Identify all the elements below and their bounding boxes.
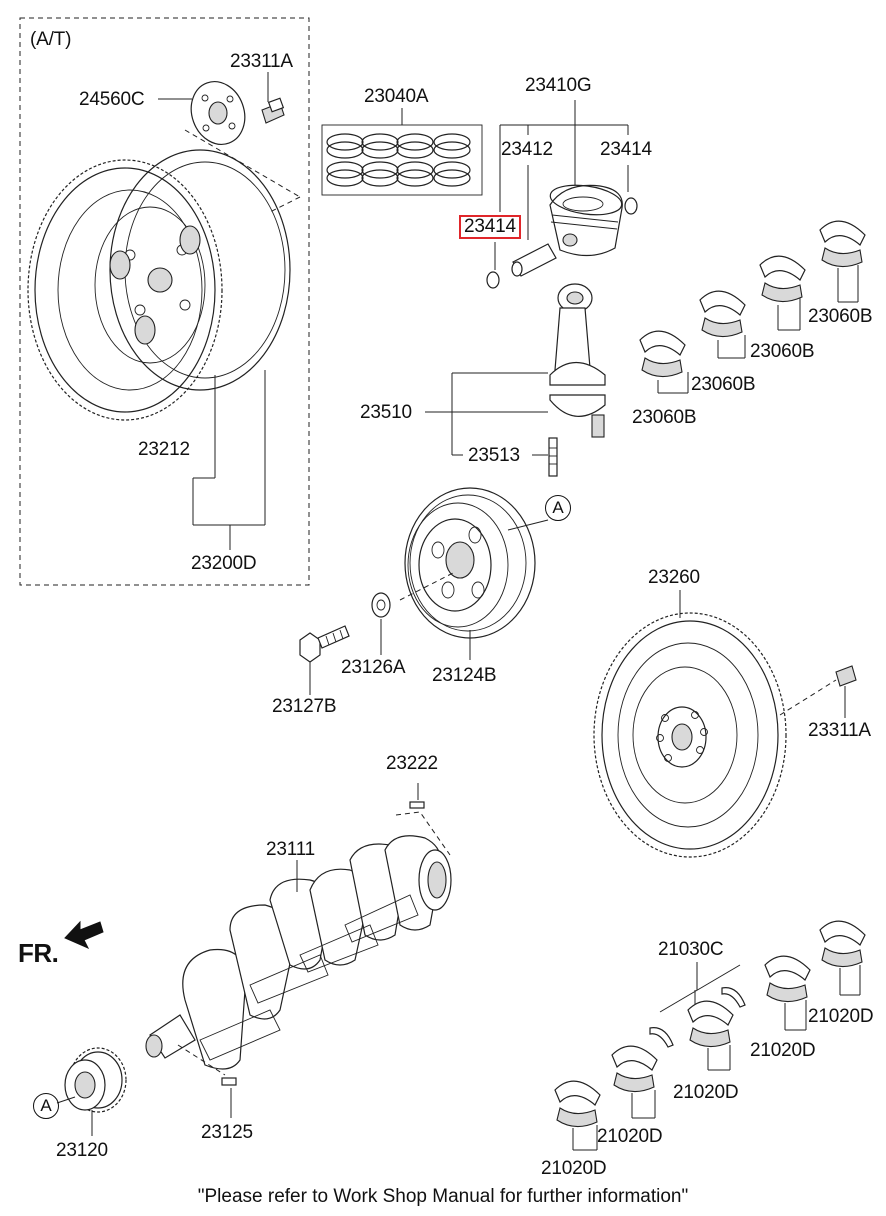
flywheel-illustration — [593, 590, 787, 858]
part-23513-label[interactable]: 23513 — [468, 445, 520, 466]
washer-illustration — [371, 592, 391, 618]
part-23124b-label[interactable]: 23124B — [432, 665, 497, 686]
bolt-illustration — [299, 625, 350, 695]
part-23060b-label-1[interactable]: 23060B — [808, 306, 873, 327]
part-23120-label[interactable]: 23120 — [56, 1140, 108, 1161]
part-23127b-label[interactable]: 23127B — [272, 696, 337, 717]
sprocket-illustration — [56, 1047, 127, 1136]
part-23060b-label-3[interactable]: 23060B — [691, 374, 756, 395]
footer-note: "Please refer to Work Shop Manual for fu… — [197, 1186, 689, 1207]
part-23410g-label[interactable]: 23410G — [525, 75, 592, 96]
part-21020d-label-5[interactable]: 21020D — [541, 1158, 607, 1179]
part-23311a-right-label[interactable]: 23311A — [808, 720, 871, 741]
part-23040a-label[interactable]: 23040A — [364, 86, 429, 107]
part-23060b-label-4[interactable]: 23060B — [632, 407, 697, 428]
part-23200d-label[interactable]: 23200D — [191, 553, 257, 574]
part-23212-label[interactable]: 23212 — [138, 439, 190, 460]
part-21020d-label-2[interactable]: 21020D — [750, 1040, 816, 1061]
key-illustration — [221, 1077, 237, 1086]
main-bearings-illustration — [554, 920, 866, 1128]
connecting-rod-illustration — [548, 283, 606, 477]
callout-a-top: A — [545, 495, 571, 521]
front-direction-label: FR. — [18, 938, 59, 968]
part-23125-label[interactable]: 23125 — [201, 1122, 253, 1143]
piston-rings-illustration — [321, 108, 483, 196]
crankshaft-illustration — [145, 835, 452, 1070]
damper-pulley-illustration — [399, 487, 549, 660]
part-21030c-label[interactable]: 21030C — [658, 939, 724, 960]
part-23510-label[interactable]: 23510 — [360, 402, 412, 423]
part-23222-label[interactable]: 23222 — [386, 753, 438, 774]
part-23311a-top-label[interactable]: 23311A — [230, 51, 293, 72]
callout-a-bottom: A — [33, 1093, 59, 1119]
part-21020d-label-4[interactable]: 21020D — [597, 1126, 663, 1147]
part-23414-right-label[interactable]: 23414 — [600, 139, 652, 160]
drive-plate-illustration — [27, 81, 301, 421]
piston-illustration — [486, 100, 638, 289]
part-23414-highlighted-label[interactable]: 23414 — [459, 215, 521, 239]
flywheel-bolt-illustration — [835, 665, 857, 687]
part-23260-label[interactable]: 23260 — [648, 567, 700, 588]
at-label: (A/T) — [30, 29, 72, 50]
at-group-box — [19, 17, 310, 586]
dowel-illustration — [409, 801, 425, 809]
part-21020d-label-3[interactable]: 21020D — [673, 1082, 739, 1103]
part-23126a-label[interactable]: 23126A — [341, 657, 406, 678]
part-23412-label[interactable]: 23412 — [501, 139, 553, 160]
conrod-bearings-illustration — [639, 220, 866, 378]
part-21020d-label-1[interactable]: 21020D — [808, 1006, 874, 1027]
part-24560c-label[interactable]: 24560C — [79, 89, 145, 110]
front-arrow-icon — [64, 920, 104, 950]
part-23060b-label-2[interactable]: 23060B — [750, 341, 815, 362]
part-23111-label[interactable]: 23111 — [266, 839, 316, 860]
